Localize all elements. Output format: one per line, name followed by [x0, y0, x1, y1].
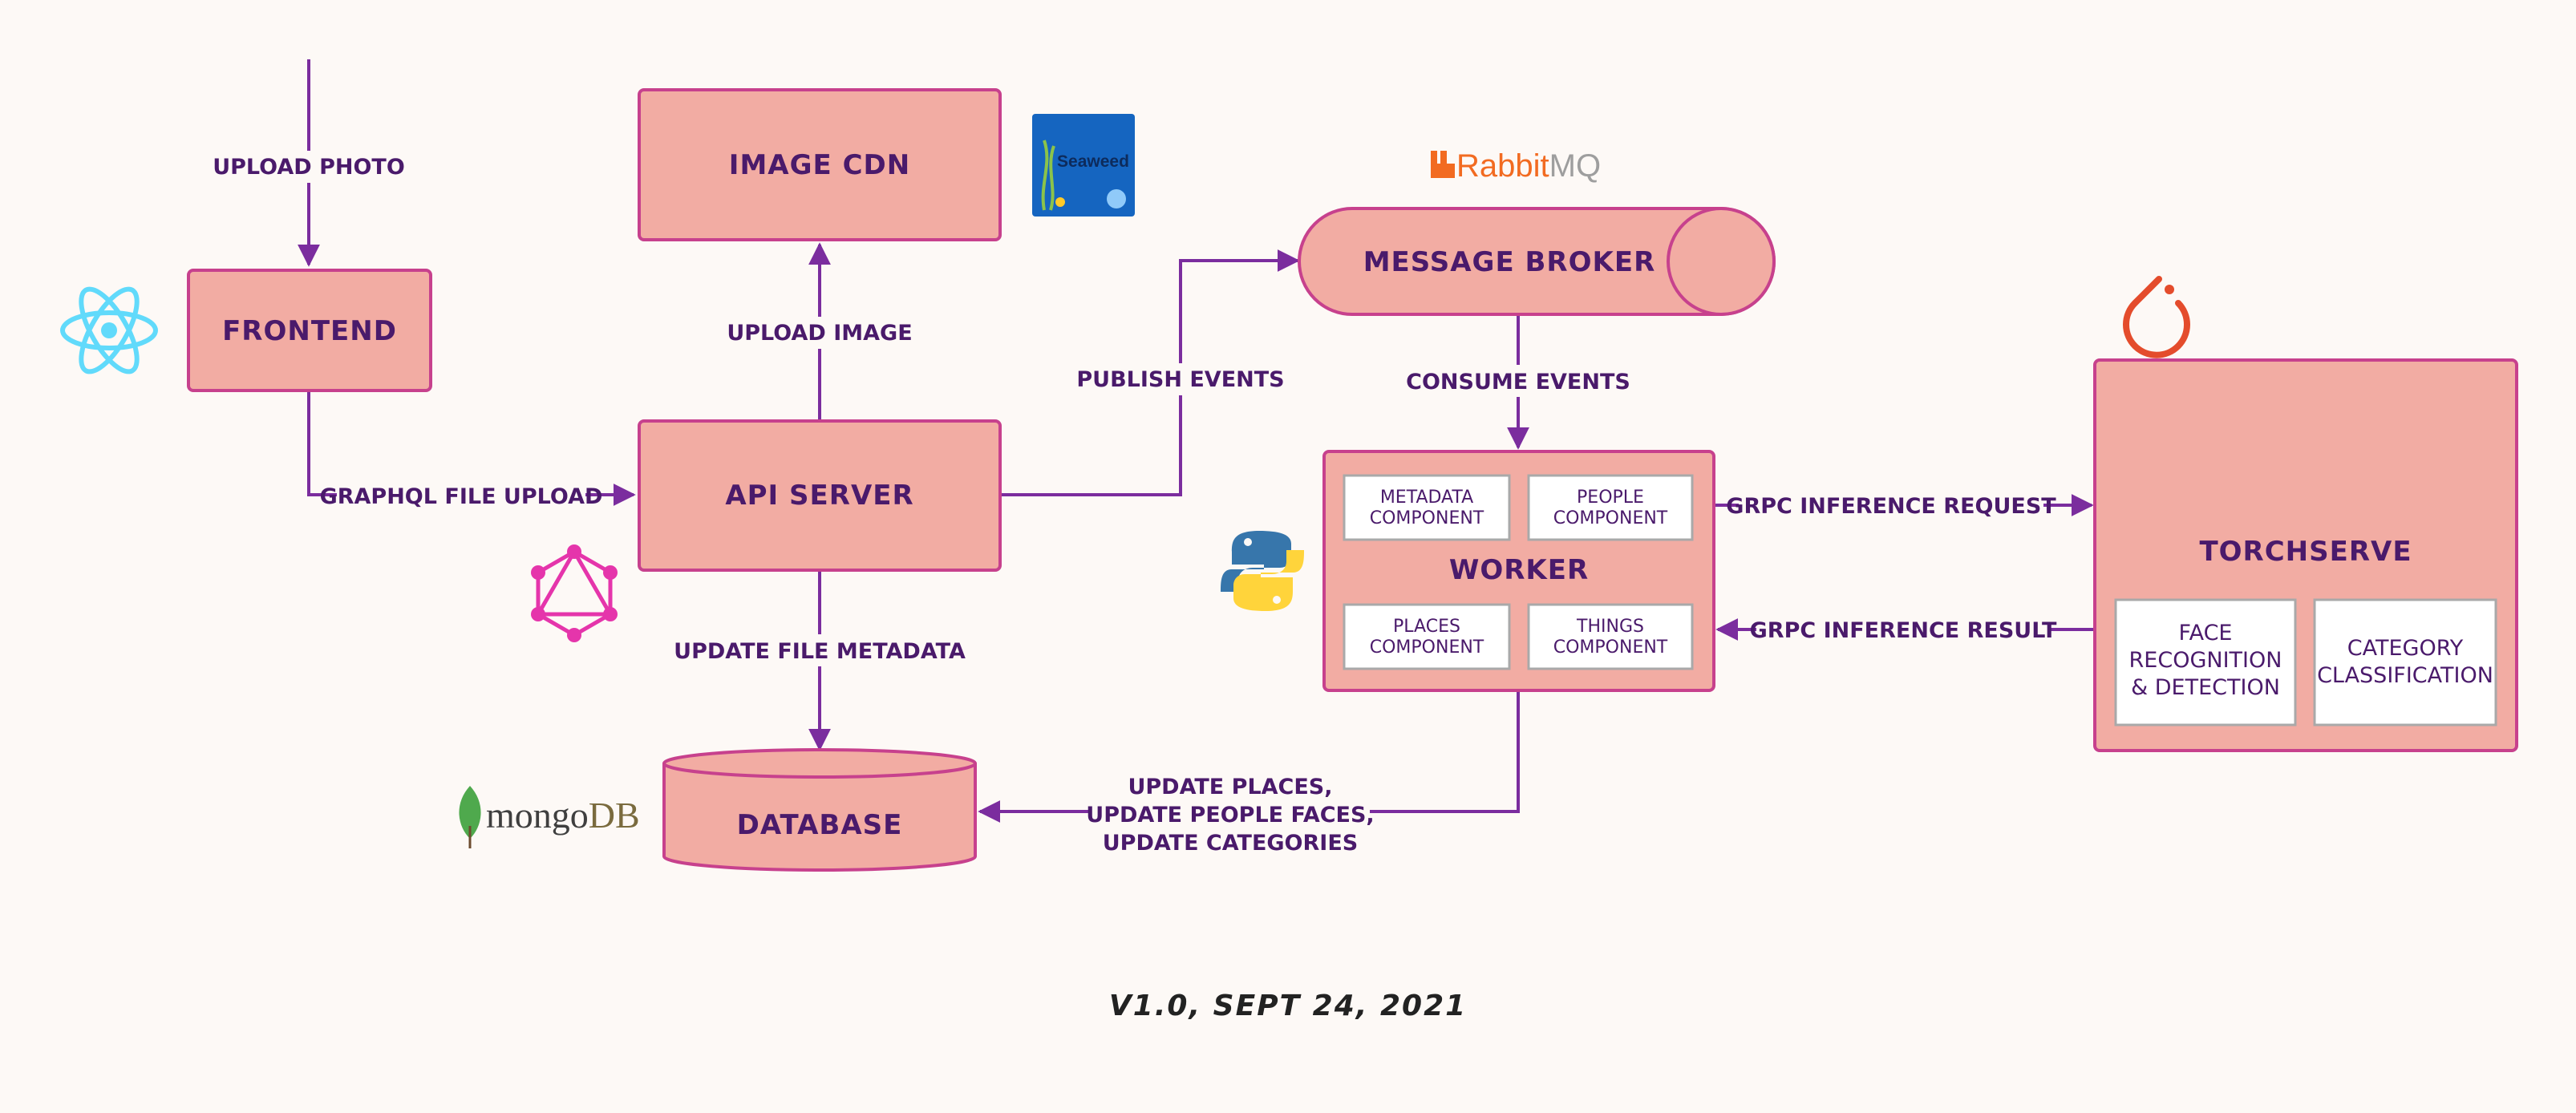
node-worker: WORKER METADATA COMPONENT PEOPLE COMPONE… [1322, 450, 1715, 692]
node-image-cdn-label: IMAGE CDN [729, 149, 910, 181]
edge-label-publish-events: PUBLISH EVENTS [1076, 367, 1284, 392]
torchserve-face-recognition-component: FACE RECOGNITION & DETECTION [2114, 598, 2297, 726]
node-frontend: FRONTEND [187, 269, 432, 392]
worker-people-component: PEOPLE COMPONENT [1527, 474, 1694, 541]
edge-consume-events: CONSUME EVENTS [1406, 314, 1630, 450]
node-torchserve: TORCHSERVE FACE RECOGNITION & DETECTION … [2093, 358, 2518, 752]
metadata-component-line2: COMPONENT [1370, 508, 1484, 528]
worker-places-component: PLACES COMPONENT [1343, 603, 1511, 670]
face-component-line2: RECOGNITION [2129, 648, 2282, 673]
edge-label-update-places: UPDATE PLACES, [1128, 775, 1332, 799]
graphql-logo-icon [531, 544, 618, 642]
edge-worker-to-database: UPDATE PLACES, UPDATE PEOPLE FACES, UPDA… [978, 691, 1520, 858]
category-component-line2: CLASSIFICATION [2317, 663, 2493, 688]
edge-label-consume-events: CONSUME EVENTS [1406, 370, 1630, 395]
react-logo-icon [60, 286, 158, 374]
node-database-label: DATABASE [737, 809, 903, 841]
edge-grpc-inference-request: GRPC INFERENCE REQUEST [1715, 489, 2094, 521]
node-message-broker: MESSAGE BROKER [1298, 207, 1776, 316]
edge-label-update-file-metadata: UPDATE FILE METADATA [674, 639, 966, 664]
face-component-line1: FACE [2179, 621, 2233, 646]
metadata-component-line1: METADATA [1380, 488, 1473, 508]
edge-label-grpc-inference-result: GRPC INFERENCE RESULT [1750, 618, 2057, 643]
edge-upload-image: UPLOAD IMAGE [726, 242, 913, 420]
rabbitmq-logo-icon: RabbitMQ [1431, 148, 1601, 184]
places-component-line2: COMPONENT [1370, 637, 1484, 658]
edge-label-update-categories: UPDATE CATEGORIES [1103, 831, 1359, 856]
node-worker-label: WORKER [1449, 554, 1589, 586]
node-database: DATABASE [662, 748, 977, 872]
edge-label-grpc-inference-request: GRPC INFERENCE REQUEST [1726, 494, 2056, 519]
mongodb-logo-text: mongoDB [486, 795, 640, 836]
edge-upload-photo: UPLOAD PHOTO [213, 59, 405, 267]
seaweed-logo-text: Seaweed [1057, 152, 1129, 171]
torchserve-category-classification-component: CATEGORY CLASSIFICATION [2313, 598, 2497, 726]
category-component-line1: CATEGORY [2347, 636, 2464, 661]
worker-metadata-component: METADATA COMPONENT [1343, 474, 1511, 541]
node-message-broker-label: MESSAGE BROKER [1363, 246, 1656, 278]
python-logo-icon [1221, 531, 1304, 611]
people-component-line2: COMPONENT [1553, 508, 1668, 528]
rabbitmq-logo-text: RabbitMQ [1456, 148, 1601, 184]
edge-graphql-file-upload: GRAPHQL FILE UPLOAD [307, 391, 636, 512]
seaweed-logo-icon: Seaweed [1032, 114, 1135, 217]
pytorch-logo-icon [2123, 276, 2190, 358]
mongodb-logo-icon: mongoDB [459, 786, 640, 848]
node-torchserve-label: TORCHSERVE [2199, 536, 2412, 568]
things-component-line2: COMPONENT [1553, 637, 1668, 658]
people-component-line1: PEOPLE [1577, 488, 1644, 508]
node-frontend-label: FRONTEND [222, 315, 397, 347]
edge-label-update-people-faces: UPDATE PEOPLE FACES, [1086, 803, 1374, 828]
node-api-server: API SERVER [638, 419, 1002, 572]
node-api-server-label: API SERVER [725, 480, 913, 512]
worker-things-component: THINGS COMPONENT [1527, 603, 1694, 670]
edge-label-upload-photo: UPLOAD PHOTO [213, 155, 405, 180]
edge-grpc-inference-result: GRPC INFERENCE RESULT [1715, 613, 2095, 646]
things-component-line1: THINGS [1576, 617, 1644, 637]
places-component-line1: PLACES [1393, 617, 1460, 637]
version-footer: V1.0, SEPT 24, 2021 [1109, 990, 1467, 1022]
edge-publish-events: PUBLISH EVENTS [1001, 249, 1300, 496]
edge-label-graphql-file-upload: GRAPHQL FILE UPLOAD [320, 484, 603, 509]
edge-label-upload-image: UPLOAD IMAGE [727, 321, 912, 346]
edge-update-file-metadata: UPDATE FILE METADATA [674, 571, 966, 751]
face-component-line3: & DETECTION [2131, 675, 2280, 700]
node-image-cdn: IMAGE CDN [638, 88, 1002, 241]
